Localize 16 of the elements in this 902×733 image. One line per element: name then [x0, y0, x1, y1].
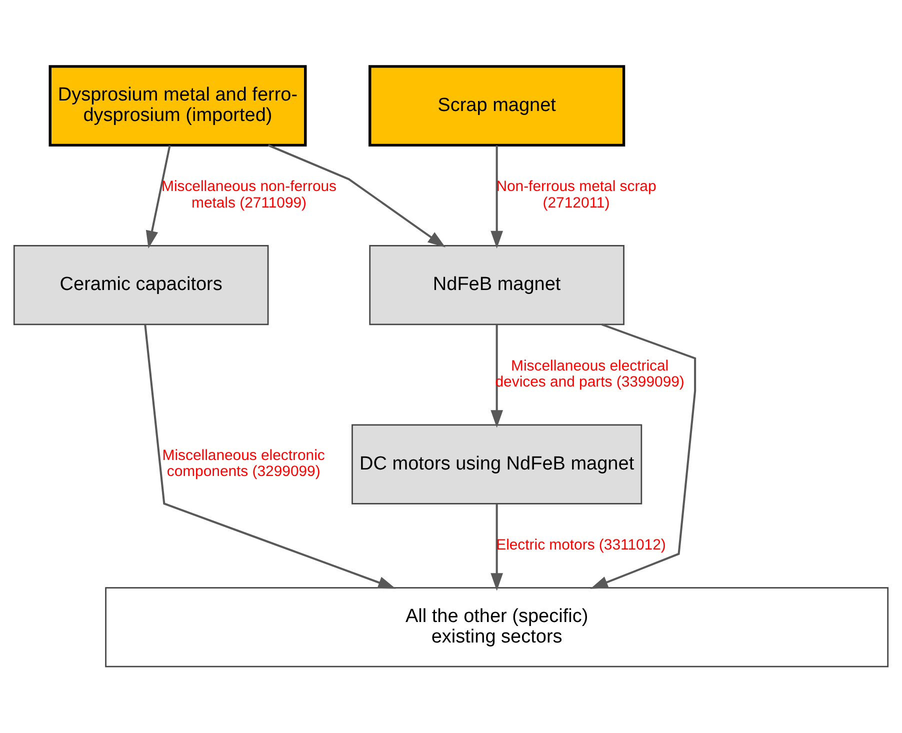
node-box: NdFeB magnet: [369, 244, 624, 326]
arrow: [490, 145, 503, 249]
arrow: [490, 324, 503, 428]
node-box: Dysprosium metal and ferro-dysprosium (imported): [48, 65, 307, 147]
arrow: [144, 324, 396, 589]
edge-label: Miscellaneous electronic components (3299099): [162, 446, 325, 480]
node-box: Ceramic capacitors: [13, 244, 269, 326]
edge-label: Non-ferrous metal scrap (2712011): [496, 178, 656, 212]
edge-label: Miscellaneous non-ferrous metals (2711099): [162, 178, 337, 212]
node-box: DC motors using NdFeB magnet: [352, 424, 642, 504]
arrow: [590, 324, 696, 589]
arrow: [146, 145, 171, 248]
arrow: [490, 504, 503, 591]
node-box: All the other (specific) existing sectors: [105, 587, 889, 668]
node-box: Scrap magnet: [368, 65, 626, 147]
arrow: [268, 144, 446, 248]
